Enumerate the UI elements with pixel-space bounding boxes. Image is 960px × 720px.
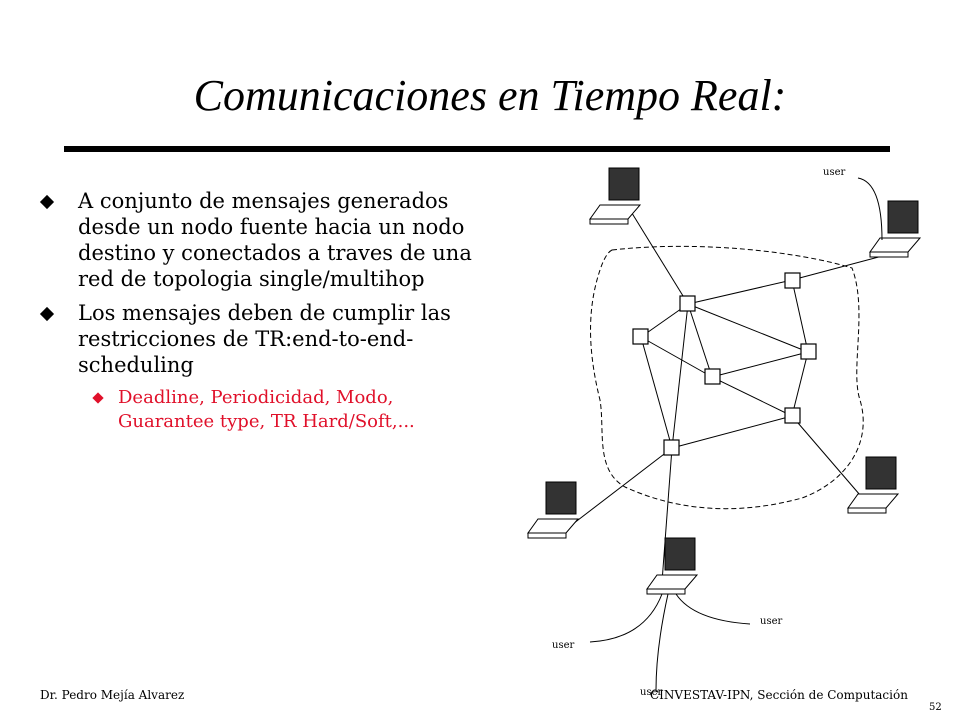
network-links [564, 209, 906, 583]
footer-institution: CINVESTAV-IPN, Sección de Computación [650, 688, 908, 702]
bullet-list: A conjunto de mensajes generados desde u… [39, 188, 490, 434]
network-boundary [590, 245, 864, 510]
user-label: user [552, 640, 574, 651]
bullet-text-1: A conjunto de mensajes generados desde u… [78, 189, 472, 291]
footer-author: Dr. Pedro Mejía Alvarez [40, 688, 185, 702]
router-node [663, 439, 680, 456]
router-node [800, 343, 817, 360]
router-node [632, 328, 649, 345]
computer-icon [589, 167, 642, 225]
title-rule [64, 146, 890, 152]
router-node [784, 407, 801, 424]
router-node [784, 272, 801, 289]
page-number: 52 [929, 702, 942, 713]
bullet-item-2: Los mensajes deben de cumplir las restri… [39, 300, 490, 378]
user-label: user [640, 687, 662, 698]
router-node [679, 295, 696, 312]
sub-bullet-text-1: Deadline, Periodicidad, Modo, Guarantee … [118, 387, 415, 432]
computer-icon [527, 481, 580, 539]
computer-icon [646, 537, 699, 595]
router-node [704, 368, 721, 385]
slide-title: Comunicaciones en Tiempo Real: [193, 71, 787, 120]
user-cables [589, 177, 883, 691]
computer-icon [847, 456, 900, 514]
bullet-text-2: Los mensajes deben de cumplir las restri… [78, 301, 451, 377]
sub-bullet-item-1: Deadline, Periodicidad, Modo, Guarantee … [40, 386, 490, 434]
bullet-item-1: A conjunto de mensajes generados desde u… [39, 188, 490, 292]
routers [632, 272, 817, 456]
user-label: user [823, 167, 845, 178]
user-label: user [760, 616, 782, 627]
computer-icon [869, 200, 922, 258]
